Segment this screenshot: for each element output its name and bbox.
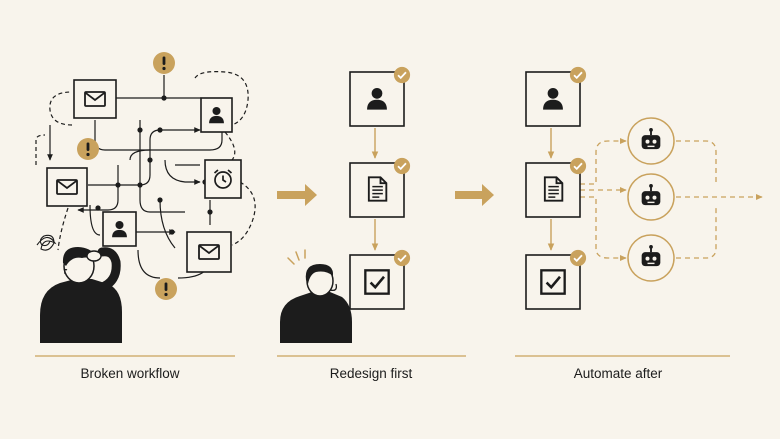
node-mail-left	[46, 167, 88, 207]
confused-person-illustration	[36, 234, 122, 343]
robot-node-middle	[627, 173, 675, 221]
node-user-top	[200, 97, 233, 133]
robot-node-top	[627, 117, 675, 165]
step-document	[349, 157, 411, 218]
check-badge-icon	[393, 66, 411, 84]
exclamation-icon	[155, 278, 177, 300]
exclamation-icon	[153, 52, 175, 74]
transition-arrow-1	[277, 184, 317, 206]
automation-routes	[580, 137, 763, 262]
caption-redesign-first: Redesign first	[330, 366, 413, 381]
caption-broken-workflow: Broken workflow	[80, 366, 179, 381]
step-document-automated	[525, 157, 587, 218]
check-badge-icon	[569, 157, 587, 175]
robot-node-bottom	[627, 234, 675, 282]
step-checkbox	[349, 249, 411, 310]
check-badge-icon	[569, 249, 587, 267]
check-badge-icon	[393, 249, 411, 267]
exclamation-icon	[77, 138, 99, 160]
step-user-automated	[525, 66, 587, 127]
step-user	[349, 66, 411, 127]
panel-redesign-first: Redesign first	[277, 66, 466, 381]
transition-arrow-2	[455, 184, 494, 206]
check-badge-icon	[569, 66, 587, 84]
thinking-person-illustration	[280, 249, 352, 343]
node-user-middle	[102, 211, 137, 247]
step-checkbox-automated	[525, 249, 587, 310]
node-mail-top	[73, 79, 117, 119]
caption-automate-after: Automate after	[574, 366, 663, 381]
node-clock	[204, 159, 242, 199]
check-badge-icon	[393, 157, 411, 175]
panel-automate-after: Automate after	[515, 66, 763, 381]
panel-broken-workflow: Broken workflow	[35, 52, 256, 381]
node-mail-bottom	[186, 231, 232, 273]
